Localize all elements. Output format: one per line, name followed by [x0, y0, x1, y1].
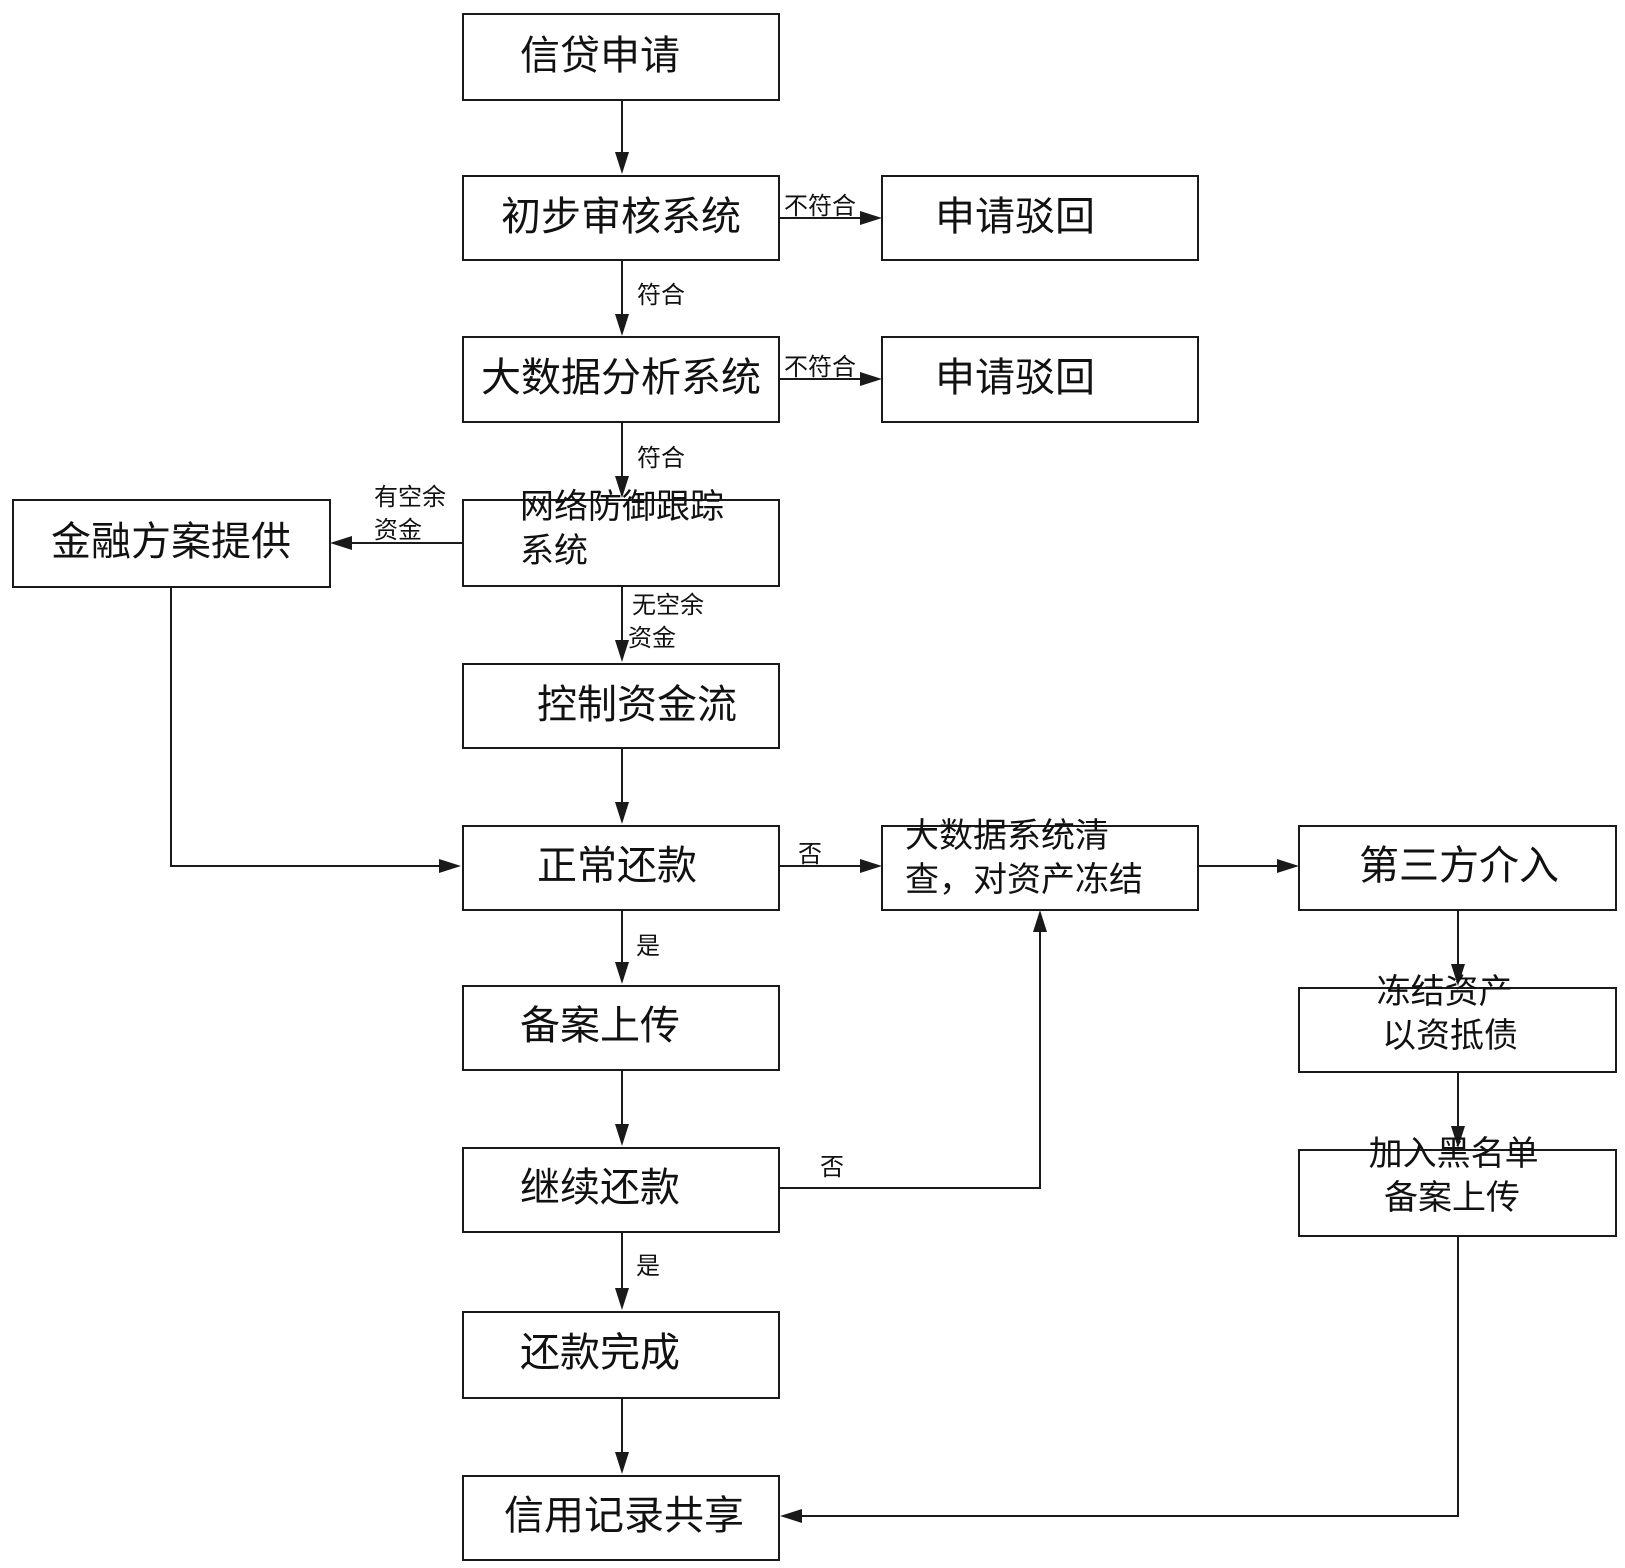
edge-label-match-2: 符合 — [637, 444, 685, 472]
arrowhead — [860, 859, 882, 873]
node-blacklist-label: 加入黑名单 备案上传 — [1369, 1134, 1550, 1218]
arrowhead — [1451, 964, 1465, 986]
node-reject-2-label: 申请驳回 — [935, 355, 1095, 401]
arrowhead — [1451, 1126, 1465, 1148]
arrowhead — [615, 1452, 629, 1474]
node-big-data-check-line-1: 大数据系统清 — [905, 816, 1109, 856]
arrowhead — [860, 372, 882, 386]
arrowhead — [330, 536, 352, 550]
node-financial-plan-label: 金融方案提供 — [51, 519, 291, 565]
edge-label-match-1: 符合 — [637, 281, 685, 309]
node-blacklist — [1298, 1149, 1617, 1237]
arrowhead — [615, 1288, 629, 1310]
node-big-data-check-line-2: 查，对资产冻结 — [905, 860, 1143, 900]
node-continue-repayment — [462, 1147, 780, 1233]
edge-label-no-spare-funds-line-1: 无空余 — [632, 591, 704, 619]
node-blacklist-line-1: 加入黑名单 — [1369, 1134, 1539, 1174]
node-network-defense — [462, 499, 780, 587]
node-preliminary-review-label: 初步审核系统 — [501, 194, 741, 240]
node-record-upload-label: 备案上传 — [520, 1003, 680, 1049]
arrowhead — [615, 152, 629, 174]
node-control-cash-flow — [462, 663, 780, 749]
node-freeze-assets-label: 冻结资产 以资抵债 — [1377, 972, 1524, 1056]
node-repayment-complete — [462, 1311, 780, 1399]
node-credit-application — [462, 13, 780, 101]
edge-label-yes-1: 是 — [636, 932, 660, 960]
node-big-data-analysis — [462, 336, 780, 423]
arrowhead — [1033, 910, 1047, 932]
arrowhead — [1277, 859, 1299, 873]
node-credit-application-label: 信贷申请 — [520, 33, 680, 79]
edge-label-no-spare-funds-line-2: 资金 — [628, 624, 676, 652]
node-reject-1 — [881, 175, 1199, 261]
node-third-party-label: 第三方介入 — [1359, 843, 1559, 889]
edges — [170, 100, 1465, 1523]
node-freeze-assets-line-2: 以资抵债 — [1382, 1016, 1518, 1056]
node-blacklist-line-2: 备案上传 — [1384, 1178, 1520, 1218]
node-reject-2 — [881, 336, 1199, 423]
node-financial-plan — [12, 499, 331, 588]
arrowhead — [615, 640, 629, 662]
node-record-upload — [462, 985, 780, 1071]
node-big-data-check — [881, 825, 1199, 911]
node-big-data-check-label: 大数据系统清 查，对资产冻结 — [905, 816, 1143, 900]
node-network-defense-line-2: 系统 — [520, 531, 588, 571]
edge-labels: 不符合 符合 不符合 符合 有空余 资金 无空余 资金 否 是 否 是 — [374, 192, 856, 1280]
node-credit-sharing — [462, 1475, 780, 1561]
arrowhead — [615, 962, 629, 984]
edge-continue-to-check — [779, 925, 1041, 1189]
node-normal-repayment-label: 正常还款 — [537, 843, 697, 889]
edge-label-no-spare-funds: 无空余 资金 — [628, 591, 712, 652]
node-freeze-assets — [1298, 987, 1617, 1073]
edge-label-yes-2: 是 — [636, 1252, 660, 1280]
node-reject-1-label: 申请驳回 — [935, 194, 1095, 240]
node-continue-repayment-label: 继续还款 — [520, 1165, 680, 1211]
edge-label-has-spare-funds: 有空余 资金 — [374, 483, 454, 544]
node-credit-sharing-label: 信用记录共享 — [504, 1493, 744, 1539]
node-control-cash-flow-label: 控制资金流 — [537, 682, 737, 728]
edge-label-has-spare-funds-line-2: 资金 — [374, 516, 422, 544]
node-big-data-analysis-label: 大数据分析系统 — [481, 355, 761, 401]
arrowhead — [615, 476, 629, 498]
edge-label-no-2: 否 — [820, 1153, 844, 1181]
edge-label-no-1: 否 — [798, 840, 822, 868]
node-repayment-complete-label: 还款完成 — [520, 1330, 680, 1376]
arrowhead — [439, 859, 461, 873]
nodes: 信贷申请 初步审核系统 申请驳回 大数据分析系统 申请驳回 网络防御跟踪 系统 … — [12, 13, 1617, 1561]
edge-label-has-spare-funds-line-1: 有空余 — [374, 483, 446, 511]
node-network-defense-label: 网络防御跟踪 系统 — [520, 487, 735, 571]
node-third-party — [1298, 825, 1617, 911]
edge-label-not-match-1: 不符合 — [784, 192, 856, 220]
arrowhead — [615, 314, 629, 336]
arrowhead — [615, 802, 629, 824]
arrowhead — [860, 211, 882, 225]
edge-label-not-match-2: 不符合 — [784, 353, 856, 381]
edge-finance-to-repayment — [170, 587, 446, 867]
arrowhead — [615, 1124, 629, 1146]
edge-blacklist-to-sharing — [794, 1236, 1459, 1517]
node-freeze-assets-line-1: 冻结资产 — [1377, 972, 1513, 1012]
node-preliminary-review — [462, 175, 780, 261]
node-network-defense-line-1: 网络防御跟踪 — [520, 487, 724, 527]
node-normal-repayment — [462, 825, 780, 911]
arrowhead — [780, 1509, 802, 1523]
